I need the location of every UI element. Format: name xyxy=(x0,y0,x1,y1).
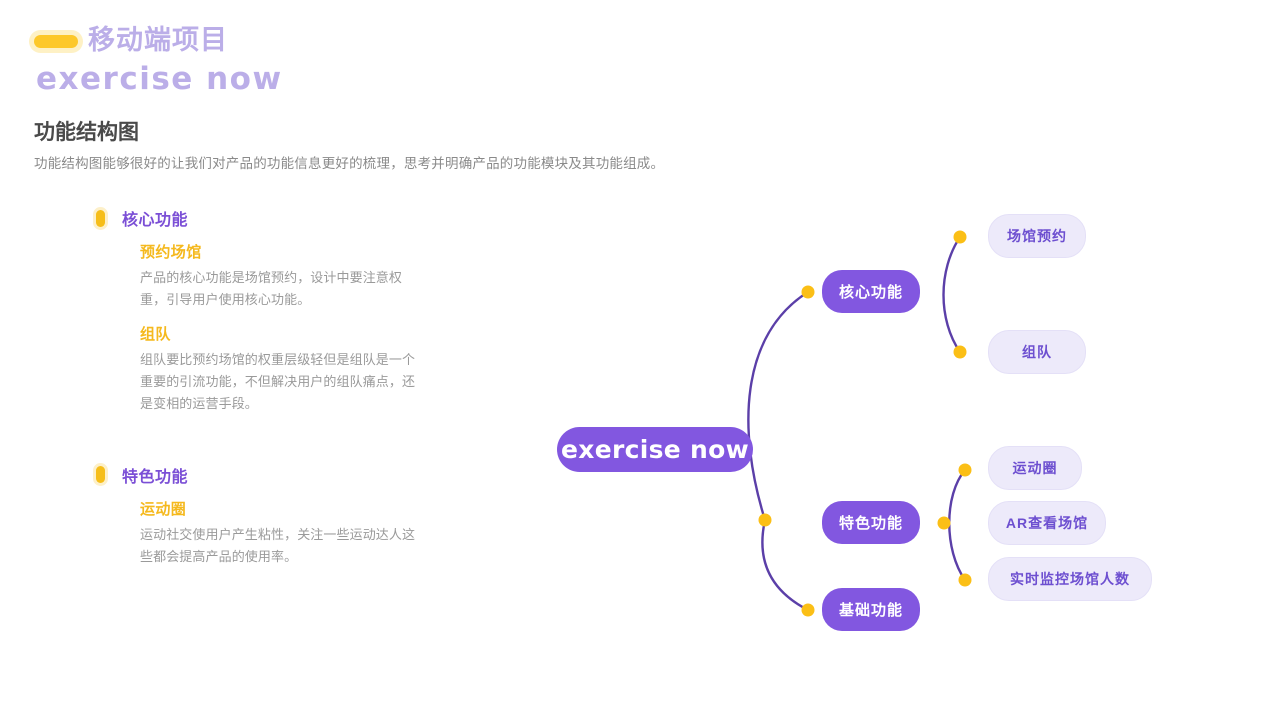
feature-group: 特色功能 运动圈 运动社交使用户产生粘性，关注一些运动达人这些都会提高产品的使用… xyxy=(96,463,436,569)
header-title-cn: 移动端项目 xyxy=(88,24,228,55)
feature-group-header: 核心功能 xyxy=(96,206,436,230)
feature-group-title: 特色功能 xyxy=(122,468,189,486)
bullet-pill-icon xyxy=(96,466,105,484)
feature-item-title: 预约场馆 xyxy=(140,244,202,261)
yellow-pill-logo-icon xyxy=(34,34,78,48)
connector-root-to-core xyxy=(747,290,810,522)
connector-dot xyxy=(801,285,815,299)
mindmap-leaf-venue-booking[interactable]: 场馆预约 xyxy=(988,214,1086,258)
connector-feature-to-leaves xyxy=(948,468,967,582)
feature-item-body: 组队要比预约场馆的权重层级轻但是组队是一个重要的引流功能，不但解决用户的组队痛点… xyxy=(140,351,416,412)
feature-item-title: 运动圈 xyxy=(140,500,187,518)
bullet-pill-icon xyxy=(96,209,105,227)
page-title: 功能结构图 xyxy=(34,121,139,144)
mindmap-root-node[interactable]: exercise now xyxy=(557,427,753,472)
connector-dot xyxy=(958,463,972,477)
connector-dot xyxy=(958,573,972,587)
header-title-row: 移动端项目 xyxy=(34,22,554,58)
mindmap-branch-basic[interactable]: 基础功能 xyxy=(822,588,920,631)
mindmap-leaf-sports-circle[interactable]: 运动圈 xyxy=(988,446,1082,490)
connector-dot xyxy=(953,230,967,244)
section-header: 功能结构图 功能结构图能够很好的让我们对产品的功能信息更好的梳理，思考并明确产品… xyxy=(34,120,914,174)
feature-item-body: 运动社交使用户产生粘性，关注一些运动达人这些都会提高产品的使用率。 xyxy=(140,526,416,565)
connector-dot xyxy=(758,513,772,527)
connector-core-to-leaves xyxy=(942,235,962,354)
feature-detail-list: 核心功能 预约场馆 产品的核心功能是场馆预约，设计中要注意权重，引导用户使用核心… xyxy=(96,206,436,569)
mindmap: exercise now 核心功能 特色功能 基础功能 场馆预约 组队 运动圈 … xyxy=(540,185,1200,660)
mindmap-connectors xyxy=(747,230,972,617)
feature-item: 组队 组队要比预约场馆的权重层级轻但是组队是一个重要的引流功能，不但解决用户的组… xyxy=(140,323,436,416)
feature-item-title: 组队 xyxy=(140,325,171,343)
feature-item: 预约场馆 产品的核心功能是场馆预约，设计中要注意权重，引导用户使用核心功能。 xyxy=(140,241,436,312)
feature-group-title: 核心功能 xyxy=(122,212,189,229)
connector-root-to-basic xyxy=(761,518,810,612)
connector-dot xyxy=(937,516,951,530)
mindmap-leaf-realtime-occupancy[interactable]: 实时监控场馆人数 xyxy=(988,557,1152,601)
feature-item: 运动圈 运动社交使用户产生粘性，关注一些运动达人这些都会提高产品的使用率。 xyxy=(140,498,436,569)
connector-dot xyxy=(801,603,815,617)
mindmap-leaf-ar-venue-view[interactable]: AR查看场馆 xyxy=(988,501,1106,545)
mindmap-branch-feature[interactable]: 特色功能 xyxy=(822,501,920,544)
feature-group: 核心功能 预约场馆 产品的核心功能是场馆预约，设计中要注意权重，引导用户使用核心… xyxy=(96,206,436,416)
page-header: 移动端项目 exercise now xyxy=(34,22,554,95)
connector-dot xyxy=(953,345,967,359)
feature-group-header: 特色功能 xyxy=(96,463,436,487)
mindmap-leaf-team-up[interactable]: 组队 xyxy=(988,330,1086,374)
header-title-en: exercise now xyxy=(36,61,283,97)
mindmap-branch-core[interactable]: 核心功能 xyxy=(822,270,920,313)
page-description: 功能结构图能够很好的让我们对产品的功能信息更好的梳理，思考并明确产品的功能模块及… xyxy=(34,156,665,172)
feature-item-body: 产品的核心功能是场馆预约，设计中要注意权重，引导用户使用核心功能。 xyxy=(140,270,403,308)
